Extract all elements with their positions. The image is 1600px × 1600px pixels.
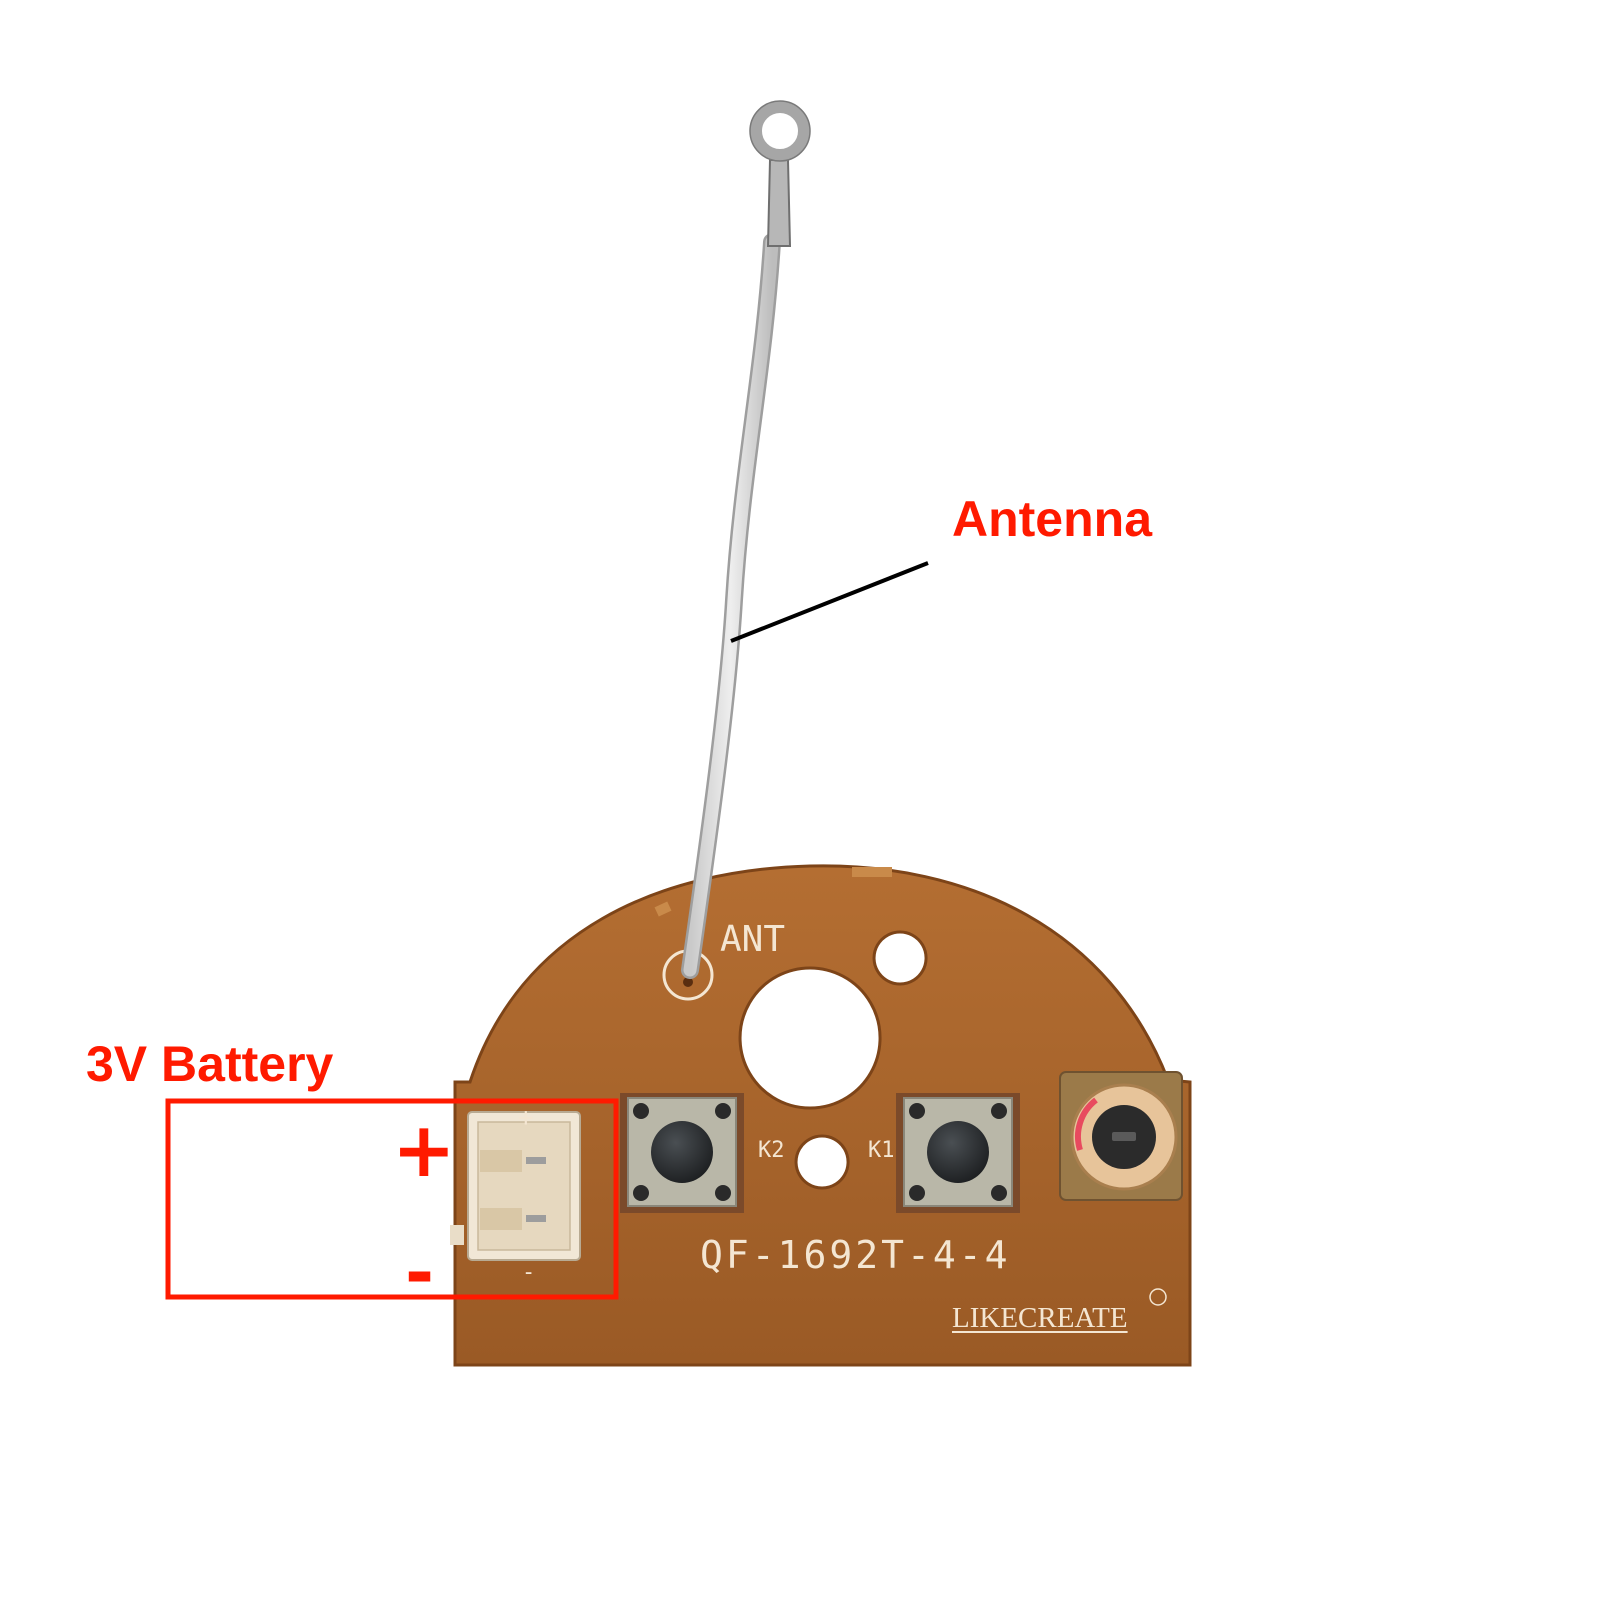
negative-sign: - — [405, 1232, 435, 1314]
antenna-ring-terminal-edge — [749, 100, 811, 162]
antenna-crimp — [766, 159, 792, 247]
registered-mark — [1149, 1288, 1167, 1306]
connector-plus-marking: + — [518, 1103, 534, 1133]
tact-switch-k2 — [620, 1093, 744, 1213]
pcb-board — [453, 864, 1192, 1367]
tact-switch-k1 — [896, 1093, 1020, 1213]
k2-marking: K2 — [758, 1138, 785, 1163]
battery-callout-box — [165, 1098, 619, 1300]
board-tab — [654, 901, 672, 917]
potentiometer — [1059, 1071, 1183, 1201]
k1-marking: K1 — [868, 1138, 895, 1163]
antenna-wire-core — [683, 235, 779, 977]
ant-marking: ANT — [720, 919, 786, 960]
model-marking: QF-1692T-4-4 — [700, 1233, 1011, 1277]
antenna-label: Antenna — [952, 491, 1152, 547]
antenna-ring-terminal — [750, 101, 810, 161]
ant-pad-hole — [683, 977, 693, 987]
connector-minus-marking: - — [522, 1260, 536, 1285]
antenna-leader-line — [730, 561, 929, 643]
battery-connector — [450, 1111, 581, 1261]
positive-sign: + — [392, 1105, 456, 1194]
board-tab — [852, 867, 892, 877]
brand-logo: LIKECREATE — [952, 1302, 1128, 1334]
battery-label: 3V Battery — [86, 1036, 334, 1092]
